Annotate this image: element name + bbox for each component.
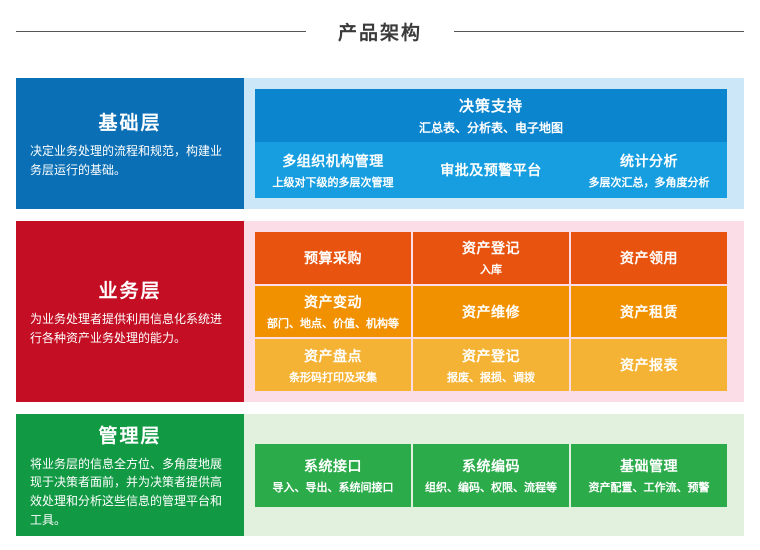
module-asset-reports-title: 资产报表	[620, 357, 678, 374]
module-basic-management-sub: 资产配置、工作流、预警	[588, 481, 710, 494]
module-asset-inventory-sub: 条形码打印及采集	[289, 371, 377, 384]
module-asset-reports[interactable]: 资产报表	[571, 339, 727, 392]
business-module-row-3: 资产盘点 条形码打印及采集 资产登记 报废、报损、调拨 资产报表	[255, 339, 727, 392]
module-approval-alert-platform-title: 审批及预警平台	[440, 162, 542, 178]
module-asset-requisition[interactable]: 资产领用	[571, 232, 727, 284]
module-asset-inventory[interactable]: 资产盘点 条形码打印及采集	[255, 339, 411, 392]
module-asset-inventory-title: 资产盘点	[304, 347, 362, 364]
module-asset-registration-inbound[interactable]: 资产登记 入库	[413, 232, 569, 284]
layer-business-panel: 预算采购 资产登记 入库 资产领用 资产变动 部门、地点、价值、机构等	[244, 221, 744, 402]
module-asset-maintenance[interactable]: 资产维修	[413, 285, 569, 338]
foundation-module-stack: 决策支持 汇总表、分析表、电子地图 多组织机构管理 上级对下级的多层次管理 审批…	[255, 89, 727, 198]
module-decision-support[interactable]: 决策支持 汇总表、分析表、电子地图	[255, 89, 727, 142]
layer-business-title: 业务层	[98, 280, 162, 302]
management-module-row: 系统接口 导入、导出、系统间接口 系统编码 组织、编码、权限、流程等 基础管理 …	[255, 425, 727, 525]
layer-foundation-panel: 决策支持 汇总表、分析表、电子地图 多组织机构管理 上级对下级的多层次管理 审批…	[244, 78, 744, 209]
business-module-row-1: 预算采购 资产登记 入库 资产领用	[255, 232, 727, 284]
module-asset-requisition-title: 资产领用	[620, 249, 678, 266]
layer-business-desc: 为业务处理者提供利用信息化系统进行各种资产业务处理的能力。	[30, 311, 223, 345]
business-module-grid: 预算采购 资产登记 入库 资产领用 资产变动 部门、地点、价值、机构等	[255, 232, 727, 392]
module-statistical-analysis[interactable]: 统计分析 多层次汇总，多角度分析	[571, 142, 727, 198]
module-asset-leasing-title: 资产租赁	[620, 303, 678, 320]
layer-management-title: 管理层	[98, 425, 162, 447]
module-asset-leasing[interactable]: 资产租赁	[571, 285, 727, 338]
module-multi-org-management-sub: 上级对下级的多层次管理	[272, 176, 394, 189]
module-system-coding-sub: 组织、编码、权限、流程等	[425, 481, 557, 494]
module-budget-procurement[interactable]: 预算采购	[255, 232, 411, 284]
module-asset-registration-disposal[interactable]: 资产登记 报废、报损、调拨	[413, 339, 569, 392]
module-system-interface-title: 系统接口	[304, 457, 362, 474]
module-system-coding[interactable]: 系统编码 组织、编码、权限、流程等	[413, 443, 569, 507]
module-asset-registration-disposal-sub: 报废、报损、调拨	[447, 371, 535, 384]
business-module-row-2: 资产变动 部门、地点、价值、机构等 资产维修 资产租赁	[255, 285, 727, 338]
page-title: 产品架构	[337, 22, 422, 44]
layer-management-label: 管理层 将业务层的信息全方位、多角度地展现于决策者面前，并为决策者提供高效处理和…	[16, 414, 244, 536]
layer-foundation-label: 基础层 决定业务处理的流程和规范，构建业务层运行的基础。	[16, 78, 244, 209]
layer-foundation-title: 基础层	[98, 112, 162, 134]
module-asset-registration-disposal-title: 资产登记	[462, 347, 520, 364]
module-statistical-analysis-sub: 多层次汇总，多角度分析	[588, 176, 710, 189]
layer-management-panel: 系统接口 导入、导出、系统间接口 系统编码 组织、编码、权限、流程等 基础管理 …	[244, 414, 744, 536]
module-approval-alert-platform[interactable]: 审批及预警平台	[413, 142, 569, 198]
layer-foundation: 基础层 决定业务处理的流程和规范，构建业务层运行的基础。 决策支持 汇总表、分析…	[16, 78, 744, 209]
module-basic-management-title: 基础管理	[620, 457, 678, 474]
module-system-coding-title: 系统编码	[462, 457, 520, 474]
layer-management-desc: 将业务层的信息全方位、多角度地展现于决策者面前，并为决策者提供高效处理和分析这些…	[30, 456, 223, 527]
module-basic-management[interactable]: 基础管理 资产配置、工作流、预警	[571, 443, 727, 507]
foundation-module-row: 多组织机构管理 上级对下级的多层次管理 审批及预警平台 统计分析 多层次汇总，多…	[255, 142, 727, 198]
module-asset-registration-inbound-sub: 入库	[480, 264, 502, 277]
module-asset-maintenance-title: 资产维修	[462, 303, 520, 320]
module-asset-change-title: 资产变动	[304, 294, 362, 310]
module-multi-org-management-title: 多组织机构管理	[282, 152, 384, 169]
module-decision-support-sub: 汇总表、分析表、电子地图	[418, 121, 563, 135]
page-header: 产品架构	[0, 14, 760, 48]
layer-foundation-desc: 决定业务处理的流程和规范，构建业务层运行的基础。	[30, 143, 223, 177]
module-asset-registration-inbound-title: 资产登记	[462, 240, 520, 257]
layer-business: 业务层 为业务处理者提供利用信息化系统进行各种资产业务处理的能力。 预算采购 资…	[16, 221, 744, 402]
module-system-interface[interactable]: 系统接口 导入、导出、系统间接口	[255, 443, 411, 507]
module-statistical-analysis-title: 统计分析	[620, 152, 678, 169]
title-rule-right	[454, 30, 744, 32]
module-decision-support-title: 决策支持	[458, 98, 523, 115]
module-multi-org-management[interactable]: 多组织机构管理 上级对下级的多层次管理	[255, 142, 411, 198]
module-system-interface-sub: 导入、导出、系统间接口	[272, 481, 394, 494]
module-asset-change[interactable]: 资产变动 部门、地点、价值、机构等	[255, 285, 411, 338]
layer-management: 管理层 将业务层的信息全方位、多角度地展现于决策者面前，并为决策者提供高效处理和…	[16, 414, 744, 536]
layer-business-label: 业务层 为业务处理者提供利用信息化系统进行各种资产业务处理的能力。	[16, 221, 244, 402]
module-asset-change-sub: 部门、地点、价值、机构等	[267, 318, 399, 330]
module-budget-procurement-title: 预算采购	[304, 249, 362, 266]
title-rule-left	[15, 30, 306, 32]
